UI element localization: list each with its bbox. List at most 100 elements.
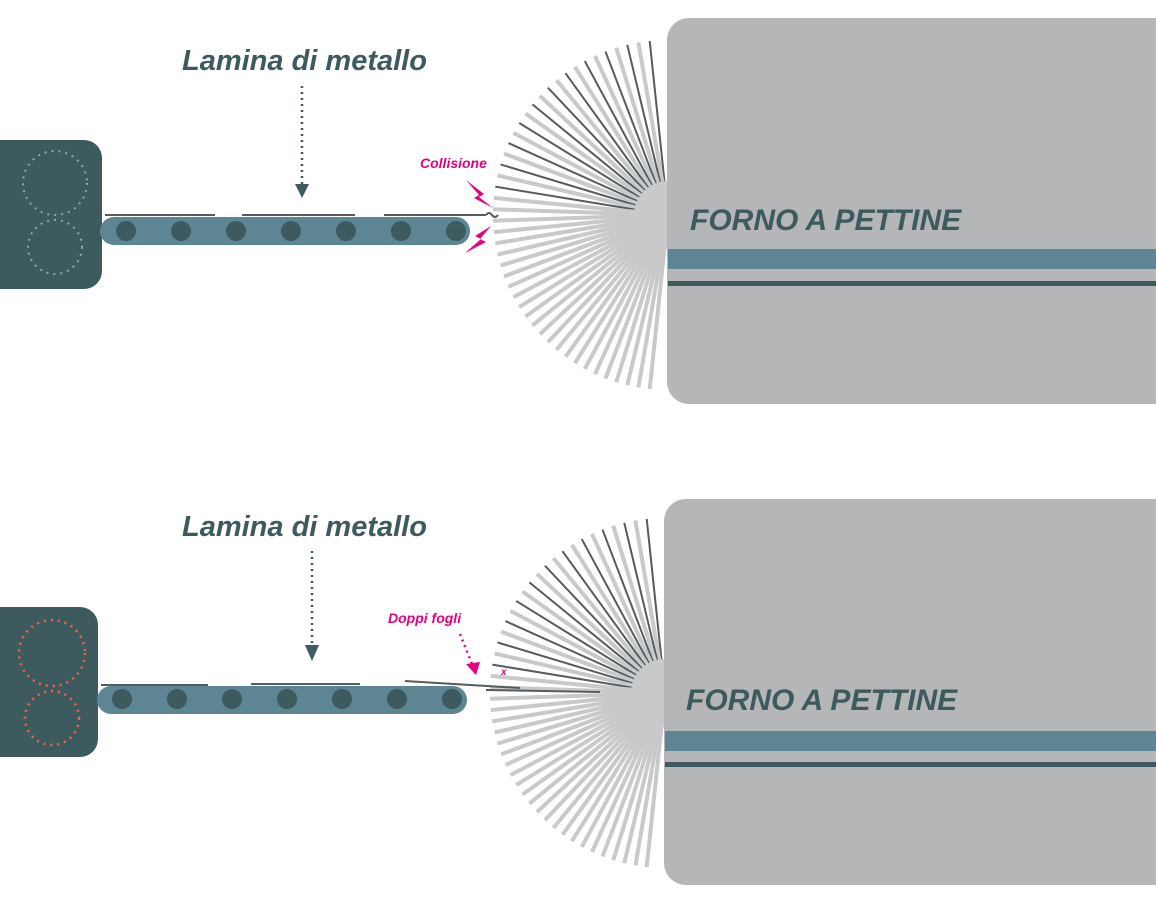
comb-tooth	[528, 702, 653, 806]
comb-tooth	[563, 228, 660, 358]
comb-tooth	[644, 710, 666, 868]
comb-tooth	[531, 224, 656, 328]
sheet-label: Lamina di metallo	[182, 511, 427, 543]
comb-tooth	[590, 708, 660, 853]
comb-tooth	[611, 709, 662, 861]
comb-tooth	[497, 641, 649, 689]
comb-tooth	[493, 213, 651, 223]
conveyor-roller	[446, 221, 466, 241]
comb-tooth	[648, 40, 668, 198]
comb-tooth	[507, 220, 653, 289]
comb-tooth	[515, 700, 651, 787]
comb-tooth	[494, 215, 651, 246]
coil-machine	[0, 607, 98, 757]
comb-tooth	[503, 151, 652, 211]
panel-collision: FORNO A PETTINE Lamina di metallo Collis…	[0, 18, 1156, 404]
comb-tooth	[524, 223, 655, 319]
oven-label: FORNO A PETTINE	[686, 684, 958, 717]
comb-tooth	[547, 87, 657, 203]
conveyor-roller	[116, 221, 136, 241]
comb-tooth	[508, 142, 653, 209]
conveyor-roller	[171, 221, 191, 241]
comb-tooth	[573, 229, 661, 365]
comb-tooth	[554, 78, 659, 203]
alert-marker: x	[500, 667, 507, 678]
comb-tooth	[554, 227, 659, 352]
comb-tooth	[490, 692, 648, 713]
comb-tooth	[614, 231, 665, 383]
comb-tooth	[600, 709, 661, 858]
comb-tooth	[492, 663, 648, 692]
comb-tooth	[509, 699, 651, 777]
oven-band-dark	[668, 281, 1156, 286]
comb-tooth	[636, 232, 667, 388]
comb-tooth	[603, 231, 664, 380]
comb-tooth	[593, 230, 663, 375]
comb-tooth	[535, 572, 654, 683]
conveyor-roller	[336, 221, 356, 241]
oven-band-dark	[665, 762, 1156, 767]
metal-sheet	[404, 680, 521, 689]
comb-tooth	[544, 565, 654, 681]
comb-tooth	[590, 533, 660, 678]
comb-tooth	[580, 707, 659, 848]
comb-tooth	[518, 122, 654, 207]
conveyor-rollers	[112, 689, 462, 709]
comb-tooth	[583, 229, 662, 370]
comb-tooth	[493, 214, 651, 235]
comb-tooth	[504, 698, 650, 767]
comb-tooth	[494, 651, 648, 691]
comb-tooth	[497, 217, 651, 257]
conveyor-roller	[281, 221, 301, 241]
comb-tooth	[622, 710, 663, 864]
comb-tooth	[500, 163, 652, 211]
sheet-label: Lamina di metallo	[182, 45, 427, 77]
comb-tooth	[494, 695, 648, 735]
comb-tooth	[505, 620, 650, 687]
comb-tooth	[512, 221, 654, 299]
comb-tooth	[528, 581, 652, 683]
dotted-arrow-icon	[458, 633, 474, 665]
comb-tooth	[491, 693, 648, 724]
lightning-icon	[465, 226, 491, 253]
comb-tooth	[614, 47, 665, 199]
comb-tooth	[580, 538, 658, 678]
comb-tooth	[570, 543, 658, 679]
comb-tooth	[561, 550, 656, 679]
conveyor-roller	[332, 689, 352, 709]
comb-tooth	[497, 173, 651, 213]
crumpled-sheet	[485, 212, 499, 218]
comb-tooth	[490, 673, 648, 694]
comb-tooth	[593, 55, 663, 200]
comb-tooth	[645, 518, 665, 676]
conveyor-roller	[226, 221, 246, 241]
arrow-down-icon	[295, 184, 309, 198]
comb-tooth	[490, 691, 648, 701]
comb-tooth	[636, 42, 667, 198]
alert-label: Doppi fogli	[388, 610, 462, 626]
conveyor-roller	[222, 689, 242, 709]
panel-double-sheets: FORNO A PETTINE Lamina di metallo Doppi …	[0, 499, 1156, 885]
lightning-icon	[466, 180, 493, 208]
comb-tooth	[503, 219, 652, 279]
comb-tooth	[531, 103, 655, 205]
comb-tooth	[551, 705, 656, 830]
comb-tooth	[509, 609, 651, 687]
conveyor-roller	[391, 221, 411, 241]
comb-tooth	[521, 701, 652, 797]
comb-tooth	[538, 225, 657, 336]
comb-tooth	[560, 706, 657, 836]
comb-tooth	[623, 522, 662, 676]
comb-tooth	[626, 44, 665, 198]
comb-tooth	[604, 51, 663, 199]
comb-tooth	[515, 600, 651, 685]
coil-top	[17, 618, 87, 688]
oven-band-light	[665, 731, 1156, 751]
metal-sheet-double	[485, 689, 601, 693]
conveyor-roller	[387, 689, 407, 709]
comb-tooth	[521, 589, 652, 685]
comb-tooth	[538, 94, 657, 205]
comb-tooth	[512, 131, 654, 209]
comb-oven	[667, 18, 1156, 404]
coil-machine	[0, 140, 102, 289]
